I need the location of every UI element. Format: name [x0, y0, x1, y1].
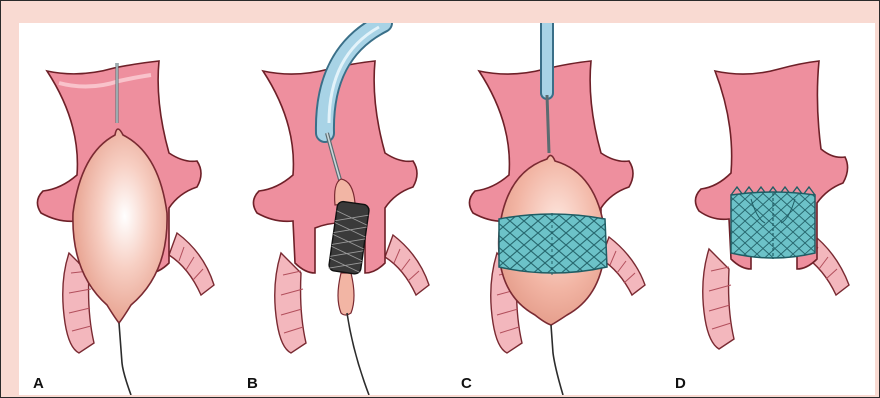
stage-c-illustration: [447, 23, 661, 395]
stage-label-c: C: [461, 375, 472, 392]
stage-label-b: B: [247, 375, 258, 392]
right-coronary-artery: [385, 235, 429, 295]
stage-a: A: [19, 23, 233, 395]
stage-label-d: D: [675, 375, 686, 392]
stage-d-illustration: [661, 23, 875, 395]
stage-label-a: A: [33, 375, 44, 392]
stage-c: C: [447, 23, 661, 395]
stage-d: D: [661, 23, 875, 395]
delivery-catheter: [547, 95, 549, 153]
right-coronary-artery: [169, 233, 214, 295]
deployed-valve: [731, 187, 815, 259]
stage-b-illustration: [233, 23, 447, 395]
left-coronary-artery: [703, 249, 734, 349]
stage-b: B: [233, 23, 447, 395]
stage-a-illustration: [19, 23, 233, 395]
expanded-valve-stent: [499, 213, 607, 275]
figure-panel: A: [19, 23, 875, 395]
